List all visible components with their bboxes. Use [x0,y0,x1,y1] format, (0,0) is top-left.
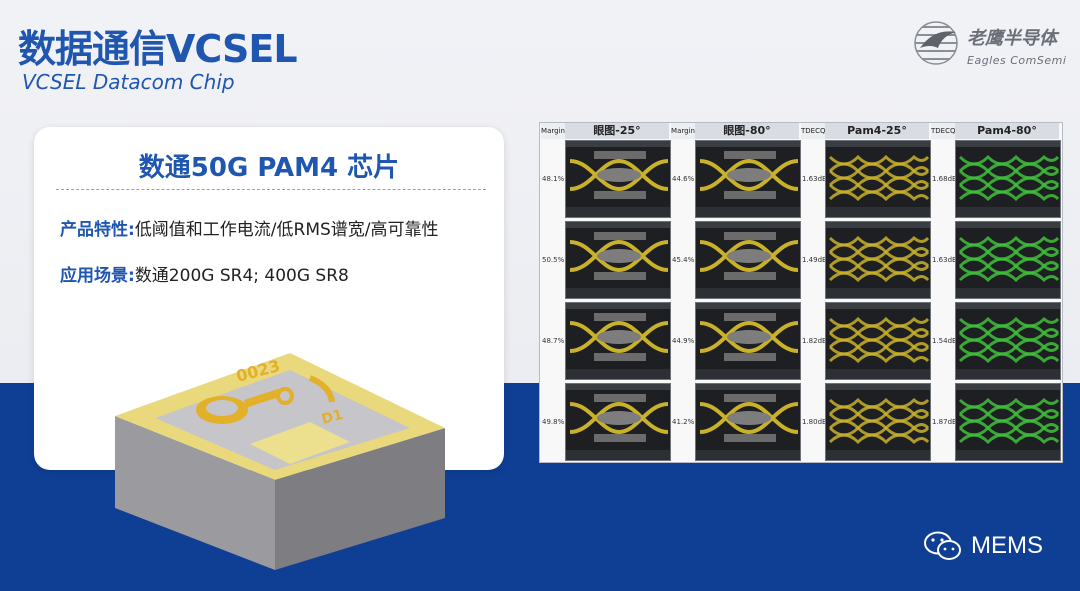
nrz-eye-diagram [695,383,801,461]
nrz-eye-diagram [695,302,801,380]
condition-header: Pam4-80° [955,123,1059,139]
condition-header: Pam4-25° [825,123,929,139]
wechat-icon [924,531,961,560]
metric-value: 1.80dB [802,417,827,426]
metric-value: 50.5% [542,255,565,264]
features-value: 低阈值和工作电流/低RMS谱宽/高可靠性 [134,220,439,240]
metric-header: Margin [671,123,695,139]
nrz-eye-diagram [565,302,671,380]
metric-value: 44.6% [672,174,695,183]
application-label: 应用场景: [60,266,135,286]
metric-value: 1.49dB [802,255,827,264]
metric-value: 48.1% [542,174,565,183]
nrz-eye-diagram [565,140,671,218]
metric-value: 1.54dB [932,336,957,345]
metric-header: TDECQ [931,123,955,139]
vcsel-chip-render: 0023 D1 [115,353,445,570]
pam4-eye-diagram [955,221,1061,299]
application-row: 应用场景:数通200G SR4; 400G SR8 [60,261,349,286]
nrz-eye-diagram [565,221,671,299]
metric-value: 44.9% [672,336,695,345]
card-divider [56,189,486,190]
condition-header: 眼图-80° [695,123,799,139]
watermark: MEMS [923,528,1043,564]
pam4-eye-diagram [955,302,1061,380]
metric-value: 1.87dB [932,417,957,426]
pam4-eye-diagram [825,302,931,380]
nrz-eye-diagram [695,140,801,218]
condition-header: 眼图-25° [565,123,669,139]
page-title: 数据通信VCSEL [18,27,298,71]
application-value: 数通200G SR4; 400G SR8 [134,266,349,286]
nrz-eye-diagram [695,221,801,299]
logo-name-cn: 老鹰半导体 [967,28,1057,49]
metric-value: 1.63dB [932,255,957,264]
metric-value: 1.63dB [802,174,827,183]
card-title: 数通50G PAM4 芯片 [138,153,400,183]
metric-value: 41.2% [672,417,695,426]
metric-value: 49.8% [542,417,565,426]
watermark-label: MEMS [971,532,1043,559]
logo-name-en: Eagles ComSemi [967,54,1067,67]
pam4-eye-diagram [825,221,931,299]
metric-header: TDECQ [801,123,825,139]
pam4-eye-diagram [825,140,931,218]
features-row: 产品特性:低阈值和工作电流/低RMS谱宽/高可靠性 [60,215,439,240]
company-logo: 老鹰半导体 Eagles ComSemi [912,18,1072,70]
pam4-eye-diagram [825,383,931,461]
pam4-eye-diagram [955,140,1061,218]
metric-value: 1.68dB [932,174,957,183]
pam4-eye-diagram [955,383,1061,461]
chip-marking-pad: D1 [320,407,345,428]
page-subtitle: VCSEL Datacom Chip [22,70,235,94]
metric-value: 48.7% [542,336,565,345]
metric-header: Margin [541,123,565,139]
nrz-eye-diagram [565,383,671,461]
metric-value: 45.4% [672,255,695,264]
metric-value: 1.82dB [802,336,827,345]
features-label: 产品特性: [60,220,135,240]
eagle-globe-icon [914,21,958,65]
